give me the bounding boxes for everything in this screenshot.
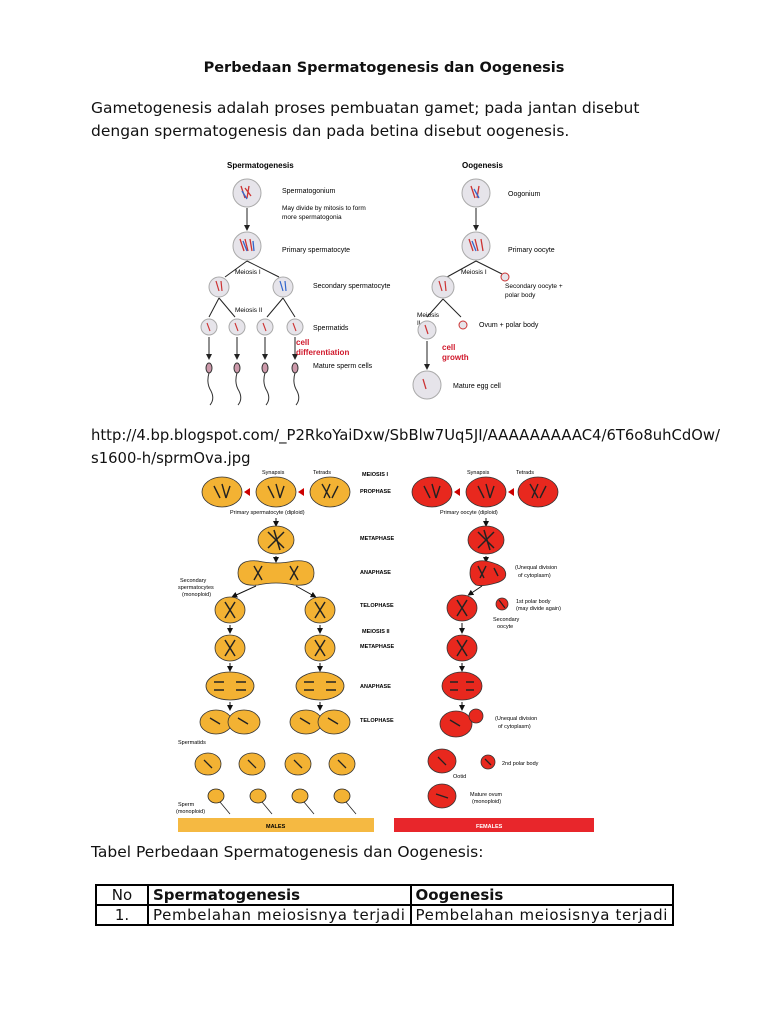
primary-oocyte-label: Primary oocyte	[508, 247, 555, 254]
telophase-1-label: TELOPHASE	[360, 603, 394, 609]
females-label: FEMALES	[476, 824, 503, 830]
header-spermatogenesis: Spermatogenesis	[148, 885, 411, 905]
mitosis-note-1: May divide by mitosis to form	[282, 205, 366, 212]
url-line-1: http://4.bp.blogspot.com/_P2RkoYaiDxw/Sb…	[91, 424, 711, 447]
mature-sperm-cells	[206, 363, 299, 405]
primary-spermatocyte-label: Primary spermatocyte	[282, 247, 350, 254]
cell-differentiation-1: cell	[296, 338, 309, 347]
metaphase-2-label: METAPHASE	[360, 644, 394, 650]
table-caption: Tabel Perbedaan Spermatogenesis dan Ooge…	[91, 841, 691, 864]
mature-sperm-label: Mature sperm cells	[313, 363, 373, 370]
anaphase-1-label: ANAPHASE	[360, 570, 391, 576]
mature-ovum-label-1: Mature ovum	[470, 792, 503, 798]
row-1-no: 1.	[96, 905, 148, 925]
synapsis-right-label: Synapsis	[467, 470, 490, 476]
sperm-label-1: Sperm	[178, 802, 195, 808]
oogenesis-heading: Oogenesis	[462, 161, 503, 170]
header-oogenesis: Oogenesis	[411, 885, 674, 905]
first-polar-body-line1: 1st polar body	[516, 599, 551, 605]
ovum-polar-label: Ovum + polar body	[479, 322, 539, 329]
unequal-division-1-line2: of cytoplasm)	[518, 573, 551, 579]
telophase-2-label: TELOPHASE	[360, 718, 394, 724]
mitosis-note-2: more spermatogonia	[282, 214, 342, 221]
meiosis-2-label: Meiosis II	[235, 307, 263, 314]
ootid-label: Ootid	[453, 774, 466, 780]
meiosis-1-label: Meiosis I	[235, 269, 261, 276]
tetrads-right-label: Tetrads	[516, 470, 534, 476]
primary-spermatocyte-diploid: Primary spermatocyte (diploid)	[230, 510, 305, 516]
males-label: MALES	[266, 824, 286, 830]
spermatids-label: Spermatids	[178, 740, 206, 746]
spermatids-label: Spermatids	[313, 325, 349, 332]
mature-egg-cell	[413, 371, 441, 399]
secondary-spermatocytes-2: spermatocytes	[178, 585, 214, 591]
cell-growth-1: cell	[442, 343, 455, 352]
intro-paragraph: Gametogenesis adalah proses pembuatan ga…	[91, 97, 691, 143]
primary-oocyte-diploid: Primary oocyte (diploid)	[440, 510, 498, 516]
intro-line-1: Gametogenesis adalah proses pembuatan ga…	[91, 97, 691, 120]
oo-meiosis-1-label: Meiosis I	[461, 269, 487, 276]
secondary-spermatocytes-1: Secondary	[180, 578, 207, 584]
cell-differentiation-2: differentiation	[296, 348, 349, 357]
meiosis-1-heading: MEIOSIS I	[362, 472, 388, 478]
unequal-division-2-line1: (Unequal division	[495, 716, 537, 722]
tetrads-left-label: Tetrads	[313, 470, 331, 476]
secondary-spermatocyte-label: Secondary spermatocyte	[313, 283, 391, 290]
oogonium-label: Oogonium	[508, 191, 540, 198]
image-source-url: http://4.bp.blogspot.com/_P2RkoYaiDxw/Sb…	[91, 424, 711, 470]
unequal-division-2-line2: of cytoplasm)	[498, 724, 531, 730]
row-1-oogenesis: Pembelahan meiosisnya terjadi	[411, 905, 674, 925]
secondary-oocyte-label-2: oocyte	[497, 624, 513, 630]
meiosis-2-heading: MEIOSIS II	[362, 629, 390, 635]
primary-oocyte-cell	[462, 232, 490, 260]
url-line-2: s1600-h/sprmOva.jpg	[91, 447, 711, 470]
synapsis-left-label: Synapsis	[262, 470, 285, 476]
sperm-label-2: (monoploid)	[176, 809, 205, 815]
secondary-oocyte-label-2: polar body	[505, 292, 536, 299]
metaphase-1-label: METAPHASE	[360, 536, 394, 542]
prophase-label: PROPHASE	[360, 489, 391, 495]
unequal-division-1-line1: (Unequal division	[515, 565, 557, 571]
second-polar-body-label: 2nd polar body	[502, 761, 539, 767]
intro-line-2: dengan spermatogenesis dan pada betina d…	[91, 120, 691, 143]
secondary-oocyte-label-1: Secondary	[493, 617, 520, 623]
first-polar-body-line2: (may divide again)	[516, 606, 561, 612]
header-no: No	[96, 885, 148, 905]
meiosis-stages-diagram: Synapsis Tetrads Synapsis Tetrads MEIOSI…	[170, 468, 600, 834]
spermatogonium-cell	[233, 179, 261, 207]
mature-ovum-label-2: (monoploid)	[472, 799, 501, 805]
spermatogonium-label: Spermatogonium	[282, 188, 335, 195]
anaphase-2-label: ANAPHASE	[360, 684, 391, 690]
secondary-oocyte-label-1: Secondary oocyte +	[505, 283, 563, 290]
mature-egg-label: Mature egg cell	[453, 383, 501, 390]
table-header-row: No Spermatogenesis Oogenesis	[96, 885, 673, 905]
gametogenesis-diagram: Spermatogenesis Spermatogonium May divid…	[195, 155, 575, 410]
cell-growth-2: growth	[442, 353, 469, 362]
secondary-spermatocytes-3: (monoploid)	[182, 592, 211, 598]
oo-meiosis-2-label: Meiosis	[417, 312, 440, 319]
row-1-spermatogenesis: Pembelahan meiosisnya terjadi	[148, 905, 411, 925]
comparison-table: No Spermatogenesis Oogenesis 1. Pembelah…	[95, 884, 674, 926]
spermatogenesis-heading: Spermatogenesis	[227, 161, 294, 170]
table-row: 1. Pembelahan meiosisnya terjadi Pembela…	[96, 905, 673, 925]
document-title: Perbedaan Spermatogenesis dan Oogenesis	[0, 60, 768, 76]
